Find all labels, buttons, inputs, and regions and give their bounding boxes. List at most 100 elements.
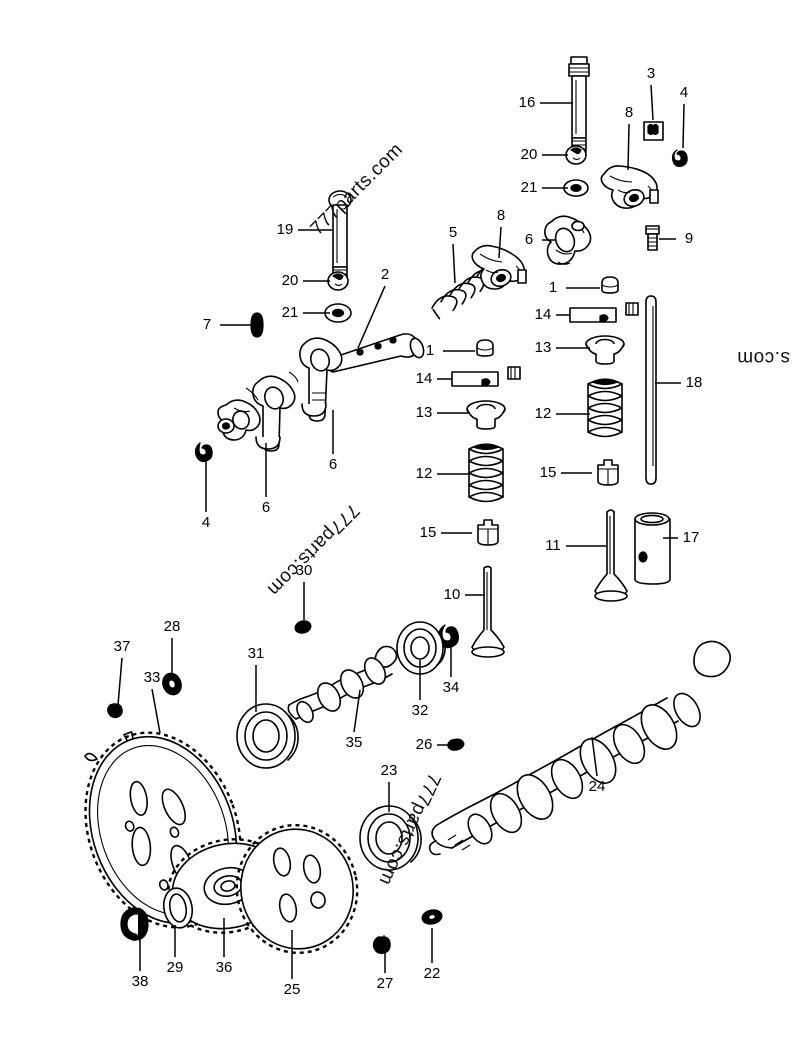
callout-number: 21 — [282, 304, 299, 321]
callout-number: 8 — [497, 207, 505, 224]
part-15-left-collet — [477, 519, 499, 546]
callout-33: 33 — [144, 669, 161, 734]
part-26-woodruff-key — [447, 738, 465, 751]
callout-27: 27 — [377, 948, 393, 992]
callout-7: 7 — [203, 316, 252, 333]
callout-30: 30 — [296, 562, 313, 620]
part-15-right-collet — [597, 459, 619, 486]
callout-12: 12 — [416, 465, 470, 482]
callout-31: 31 — [248, 645, 264, 712]
callout-number: 8 — [625, 104, 633, 121]
callout-1: 1 — [426, 342, 475, 359]
part-17-valve-guide — [634, 512, 671, 585]
callout-18: 18 — [655, 374, 702, 391]
callout-6: 6 — [329, 410, 337, 473]
callout-number: 30 — [296, 562, 313, 579]
part-31-bearing-upper — [236, 703, 299, 769]
callout-number: 17 — [683, 529, 700, 546]
callout-1: 1 — [549, 279, 600, 296]
part-23-bearing-lower — [359, 805, 422, 871]
part-27-gear-bolt — [372, 935, 391, 955]
callout-36: 36 — [216, 918, 232, 976]
callout-number: 4 — [202, 514, 210, 531]
callout-number: 6 — [262, 499, 270, 516]
part-14-left-shim — [451, 366, 521, 387]
callout-5: 5 — [449, 224, 457, 284]
callout-number: 12 — [535, 405, 552, 422]
part-1-left-cap — [476, 339, 494, 357]
callout-number: 12 — [416, 465, 433, 482]
part-4-left-clip — [194, 442, 213, 462]
part-13-right-retainer — [585, 335, 625, 365]
callout-6: 6 — [262, 443, 270, 516]
part-6-rocker-arm-right — [544, 215, 592, 265]
part-1-right-cap — [601, 276, 619, 294]
watermark-0: 777parts.com — [307, 139, 407, 239]
callout-29: 29 — [167, 925, 184, 976]
callout-6: 6 — [525, 231, 555, 248]
callout-number: 18 — [686, 374, 703, 391]
part-11-exhaust-valve — [594, 509, 628, 602]
part-29-thrust-washer — [162, 887, 194, 929]
callout-15: 15 — [420, 524, 472, 541]
callout-35: 35 — [346, 689, 363, 751]
part-10-intake-valve — [471, 565, 505, 658]
callout-4: 4 — [202, 458, 210, 531]
callout-21: 21 — [521, 179, 568, 196]
callout-10: 10 — [444, 586, 485, 603]
callout-number: 7 — [203, 316, 211, 333]
callout-15: 15 — [540, 464, 592, 481]
watermark-3: s.com — [737, 347, 790, 368]
callout-number: 14 — [535, 306, 552, 323]
callout-number: 28 — [164, 618, 181, 635]
part-7-dowel-pin — [250, 312, 264, 338]
callout-number: 26 — [416, 736, 433, 753]
callout-number: 9 — [685, 230, 693, 247]
callout-number: 35 — [346, 734, 363, 751]
watermark-1: 777parts.com — [263, 499, 363, 599]
callout-8: 8 — [497, 207, 505, 259]
callout-23: 23 — [381, 762, 397, 812]
gear-33-teeth — [84, 752, 98, 762]
callout-number: 33 — [144, 669, 161, 686]
callout-14: 14 — [416, 370, 452, 387]
callout-number: 21 — [521, 179, 538, 196]
callout-number: 29 — [167, 959, 184, 976]
callout-11: 11 — [545, 537, 606, 554]
callout-32: 32 — [412, 660, 428, 719]
callout-leader — [357, 285, 386, 349]
callout-number: 1 — [426, 342, 434, 359]
callout-26: 26 — [416, 736, 451, 753]
part-14-right-shim — [569, 302, 639, 323]
rocker-arm-assembly-on-shaft — [217, 337, 343, 452]
part-20-mid-nut — [327, 271, 349, 291]
callout-number: 14 — [416, 370, 433, 387]
part-16-rocker-bolt — [568, 56, 590, 153]
callout-number: 20 — [282, 272, 299, 289]
callout-leader — [682, 103, 685, 149]
part-13-left-retainer — [466, 400, 506, 430]
part-21-top-washer — [563, 179, 589, 197]
part-20-top-nut — [565, 145, 587, 165]
part-9-adjusting-screw — [645, 225, 660, 251]
callout-leader — [117, 657, 123, 706]
callout-38: 38 — [132, 935, 148, 990]
part-18-push-rod — [645, 295, 657, 485]
callout-number: 20 — [521, 146, 538, 163]
callout-9: 9 — [659, 230, 693, 247]
callout-4: 4 — [680, 84, 688, 149]
callout-24: 24 — [589, 736, 605, 795]
part-12-right-valve-spring — [587, 378, 623, 438]
part-28-washer-small — [162, 672, 182, 696]
callout-number: 16 — [519, 94, 536, 111]
callout-number: 13 — [535, 339, 552, 356]
part-8-rocker-arm-mid — [471, 244, 527, 290]
callout-17: 17 — [663, 529, 699, 546]
callout-37: 37 — [114, 638, 130, 706]
callout-20: 20 — [521, 146, 568, 163]
callout-number: 19 — [277, 221, 294, 238]
callout-25: 25 — [284, 930, 300, 998]
